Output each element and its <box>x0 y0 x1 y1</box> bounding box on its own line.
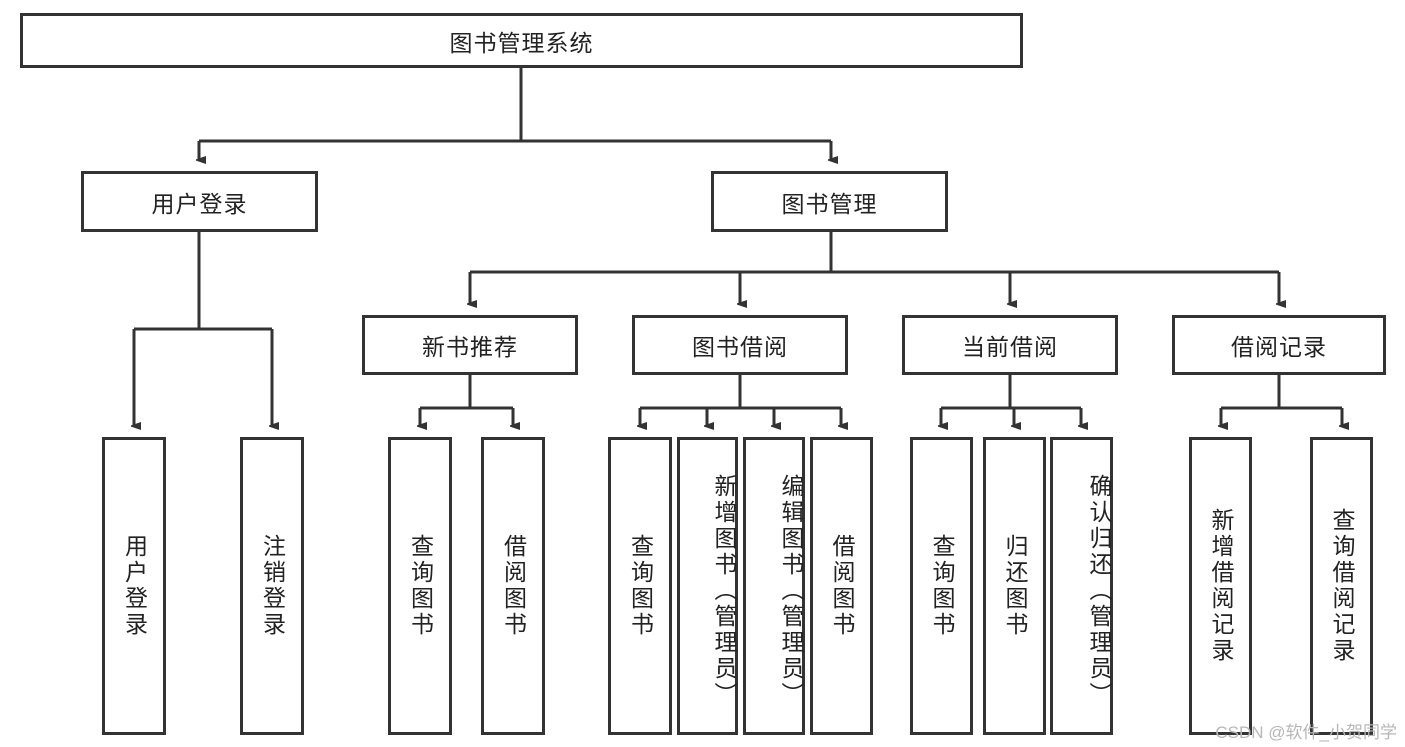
node-new-book-rec[interactable]: 新书推荐 <box>362 315 578 375</box>
node-user-login[interactable]: 用户登录 <box>81 171 318 232</box>
node-label: 借阅图书 <box>500 534 527 638</box>
node-label: 确认归还（管理员） <box>1086 474 1112 708</box>
node-label: 查询图书 <box>627 534 654 638</box>
leaf-record-query[interactable]: 查询借阅记录 <box>1310 437 1373 735</box>
node-label: 查询借阅记录 <box>1329 508 1355 664</box>
leaf-borrow-add-book[interactable]: 新增图书（管理员） <box>677 437 738 735</box>
node-label: 当前借阅 <box>962 334 1058 360</box>
leaf-borrow-edit-book[interactable]: 编辑图书（管理员） <box>743 437 805 735</box>
node-label: 图书管理系统 <box>449 29 594 56</box>
leaf-cur-confirm-return[interactable]: 确认归还（管理员） <box>1050 437 1113 735</box>
node-label: 归还图书 <box>1002 534 1028 638</box>
node-label: 借阅图书 <box>829 534 855 638</box>
leaf-record-add[interactable]: 新增借阅记录 <box>1189 437 1252 735</box>
leaf-rec-borrow-book[interactable]: 借阅图书 <box>481 437 545 735</box>
node-current-borrow[interactable]: 当前借阅 <box>902 315 1118 375</box>
leaf-cur-query-book[interactable]: 查询图书 <box>910 437 973 735</box>
node-label: 新书推荐 <box>422 334 518 360</box>
node-root[interactable]: 图书管理系统 <box>20 13 1023 68</box>
node-label: 编辑图书（管理员） <box>778 474 804 708</box>
node-book-borrow[interactable]: 图书借阅 <box>632 315 848 375</box>
node-label: 新增借阅记录 <box>1208 508 1234 664</box>
node-book-manage[interactable]: 图书管理 <box>711 171 948 232</box>
node-label: 用户登录 <box>151 190 248 217</box>
leaf-rec-query-book[interactable]: 查询图书 <box>388 437 452 735</box>
node-label: 图书管理 <box>781 190 878 217</box>
node-label: 新增图书（管理员） <box>711 474 737 708</box>
leaf-user-logout[interactable]: 注销登录 <box>240 437 304 735</box>
leaf-user-login[interactable]: 用户登录 <box>102 437 166 735</box>
node-label: 查询图书 <box>407 534 434 638</box>
node-borrow-record[interactable]: 借阅记录 <box>1172 315 1386 375</box>
leaf-borrow-lend-book[interactable]: 借阅图书 <box>810 437 873 735</box>
csdn-watermark: CSDN @软件_小贺同学 <box>1215 723 1397 742</box>
leaf-cur-return-book[interactable]: 归还图书 <box>983 437 1046 735</box>
leaf-borrow-query-book[interactable]: 查询图书 <box>608 437 672 735</box>
node-label: 查询图书 <box>929 534 955 638</box>
node-label: 用户登录 <box>121 534 148 638</box>
node-label: 借阅记录 <box>1231 334 1327 360</box>
node-label: 注销登录 <box>259 534 286 638</box>
node-label: 图书借阅 <box>692 334 788 360</box>
